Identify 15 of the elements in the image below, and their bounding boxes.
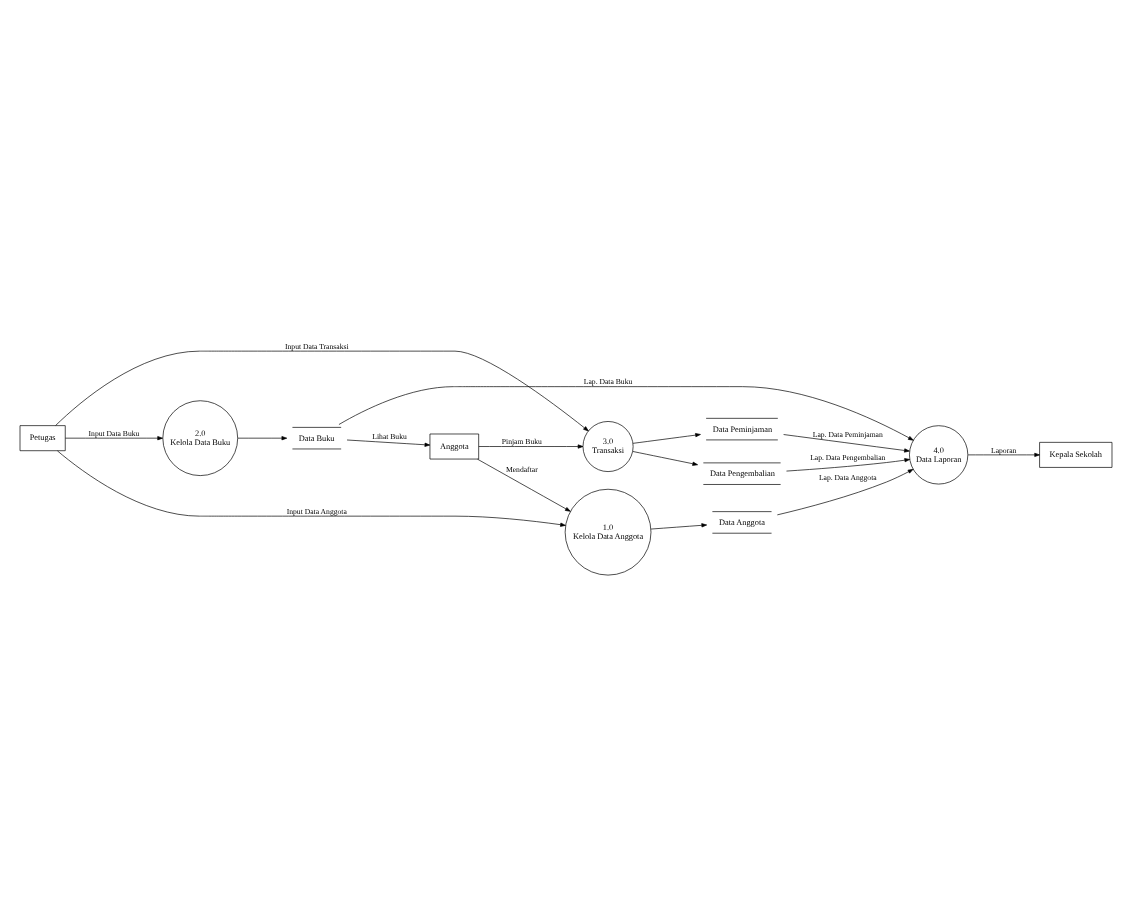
arrow	[338, 385, 914, 440]
arrow	[632, 432, 701, 443]
arrow	[346, 438, 431, 446]
arrow	[55, 349, 589, 431]
arrow	[786, 457, 910, 471]
arrow	[967, 451, 1040, 456]
arrow	[650, 522, 708, 529]
arrow	[783, 433, 910, 452]
arrow	[777, 468, 914, 515]
arrow	[65, 435, 163, 440]
arrow	[478, 443, 584, 448]
arrow	[477, 457, 571, 511]
arrow	[632, 450, 698, 465]
arrow	[57, 449, 566, 526]
arrow	[237, 435, 288, 440]
